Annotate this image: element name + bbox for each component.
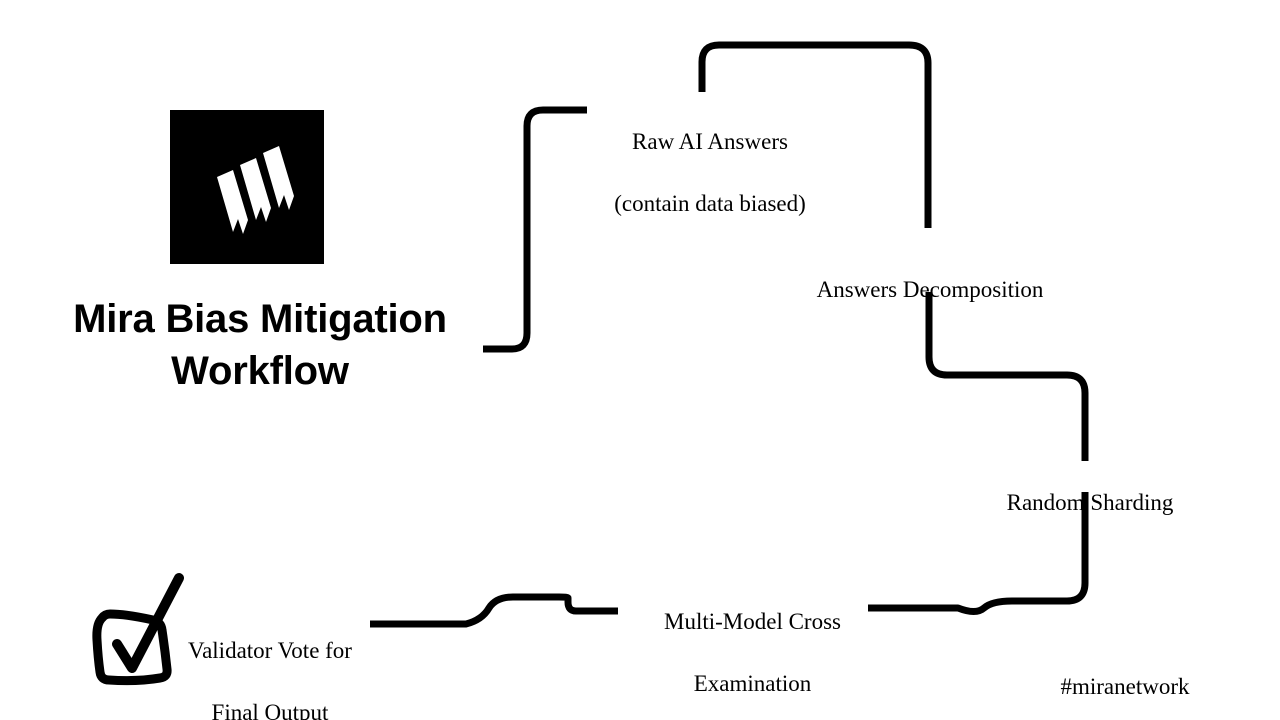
node-label-raw-answers-line-2: (contain data biased) [614, 191, 806, 216]
node-label-answers-decomposition-line-1: Answers Decomposition [816, 277, 1044, 302]
checkbox-box [92, 609, 172, 686]
node-label-multi-model-line-1: Multi-Model Cross [664, 609, 841, 634]
node-label-multi-model-line-2: Examination [693, 671, 812, 696]
mira-logo-mark [170, 110, 324, 264]
hashtags: #miranetwork #march [1000, 640, 1250, 720]
checkbox-check-stroke [112, 573, 184, 673]
node-label-multi-model-cross-examination: Multi-Model Cross Examination [630, 575, 875, 720]
node-label-raw-answers-line-1: Raw AI Answers [632, 129, 788, 154]
connector-multi-model-to-validator [370, 593, 618, 628]
node-label-random-sharding: Random Sharding [965, 456, 1215, 549]
logo-bars [217, 146, 294, 234]
checkbox-checked-icon [92, 573, 184, 686]
page-title-line-1: Mira Bias Mitigation [73, 297, 447, 341]
page-title-line-2: Workflow [171, 349, 349, 393]
node-label-raw-answers: Raw AI Answers (contain data biased) [565, 95, 855, 250]
node-label-random-sharding-line-1: Random Sharding [1006, 490, 1174, 515]
node-label-validator-vote-line-2: Final Output [211, 700, 329, 720]
hashtag-miranetwork: #miranetwork [1060, 674, 1190, 699]
node-label-answers-decomposition: Answers Decomposition [775, 243, 1085, 336]
page-title: Mira Bias Mitigation Workflow [30, 293, 490, 397]
mira-logo [170, 110, 324, 264]
node-label-validator-vote-line-1: Validator Vote for [188, 638, 352, 663]
node-label-validator-vote: Validator Vote for Final Output [155, 604, 385, 720]
